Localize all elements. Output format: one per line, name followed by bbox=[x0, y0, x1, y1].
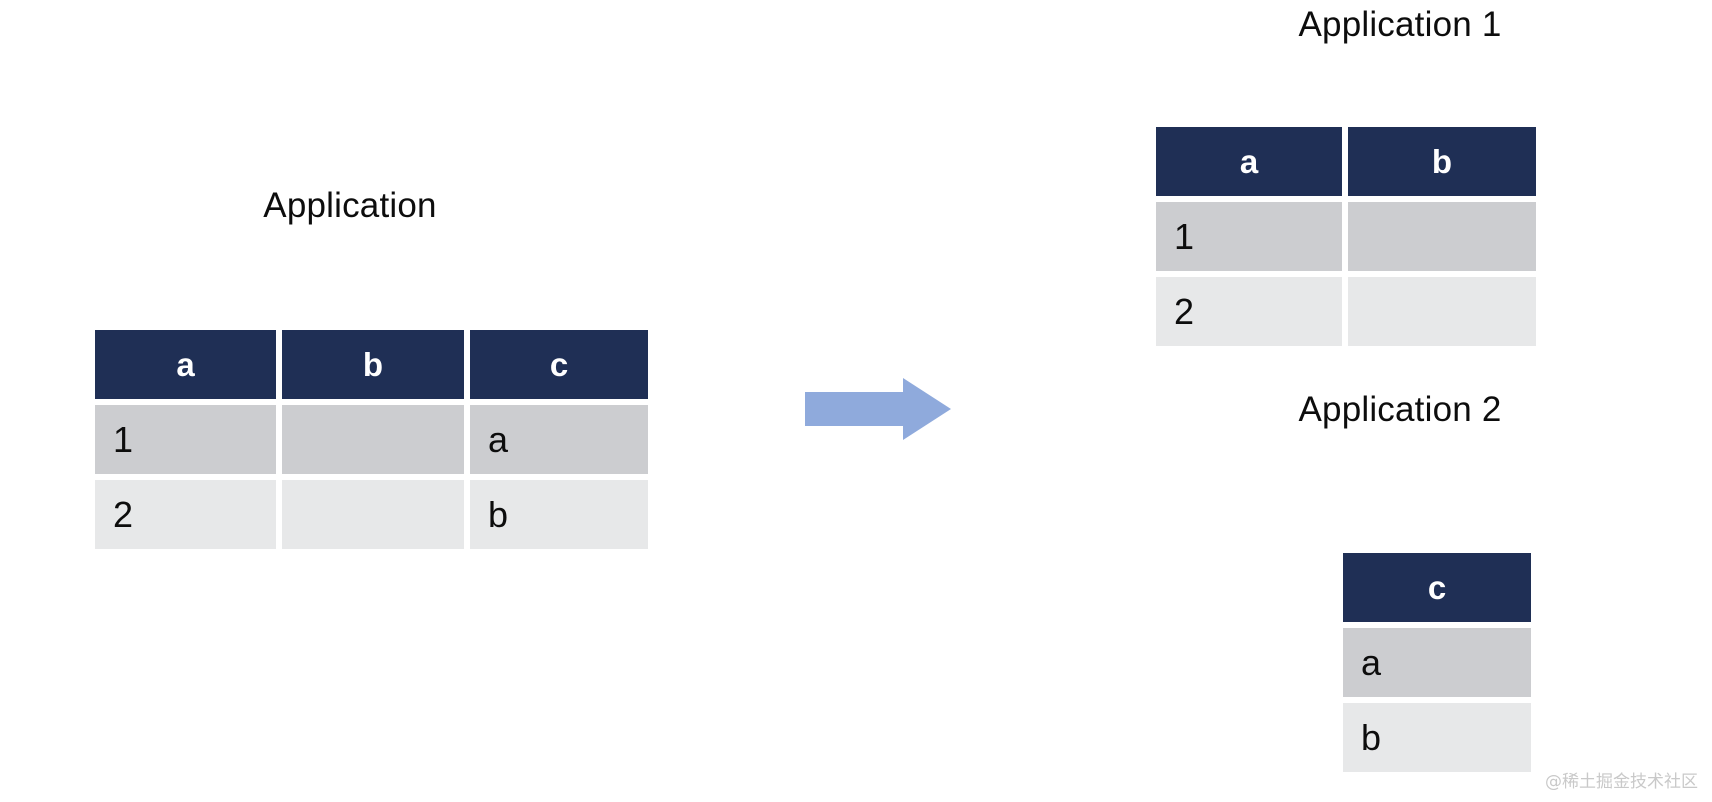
target-1-table: a b 1 2 bbox=[1156, 127, 1536, 346]
table-row: 2 bbox=[1156, 277, 1536, 346]
column-header-c: c bbox=[470, 330, 648, 399]
table-cell bbox=[282, 405, 464, 474]
table-cell bbox=[1348, 202, 1536, 271]
table-row: 1 a bbox=[95, 405, 648, 474]
table-cell: b bbox=[470, 480, 648, 549]
source-table-title: Application bbox=[263, 186, 437, 225]
target-2-title: Application 2 bbox=[1298, 390, 1502, 429]
table-cell: b bbox=[1343, 703, 1531, 772]
column-header-b: b bbox=[1348, 127, 1536, 196]
column-header-b: b bbox=[282, 330, 464, 399]
column-header-a: a bbox=[95, 330, 276, 399]
watermark: @稀土掘金技术社区 bbox=[1545, 772, 1698, 792]
table-row: b bbox=[1343, 703, 1531, 772]
table-header-row: c bbox=[1343, 553, 1531, 622]
table-cell: 1 bbox=[1156, 202, 1342, 271]
table-cell: a bbox=[470, 405, 648, 474]
table-cell bbox=[1348, 277, 1536, 346]
table-row: 2 b bbox=[95, 480, 648, 549]
table-cell bbox=[282, 480, 464, 549]
table-header-row: a b bbox=[1156, 127, 1536, 196]
column-header-c: c bbox=[1343, 553, 1531, 622]
table-cell: 2 bbox=[95, 480, 276, 549]
column-header-a: a bbox=[1156, 127, 1342, 196]
table-cell: 2 bbox=[1156, 277, 1342, 346]
table-header-row: a b c bbox=[95, 330, 648, 399]
target-2-table: c a b bbox=[1343, 553, 1531, 772]
table-cell: 1 bbox=[95, 405, 276, 474]
source-table: a b c 1 a 2 b bbox=[95, 330, 648, 549]
table-cell: a bbox=[1343, 628, 1531, 697]
table-row: a bbox=[1343, 628, 1531, 697]
target-1-title: Application 1 bbox=[1298, 5, 1502, 44]
table-row: 1 bbox=[1156, 202, 1536, 271]
arrow-right-icon bbox=[805, 378, 951, 440]
